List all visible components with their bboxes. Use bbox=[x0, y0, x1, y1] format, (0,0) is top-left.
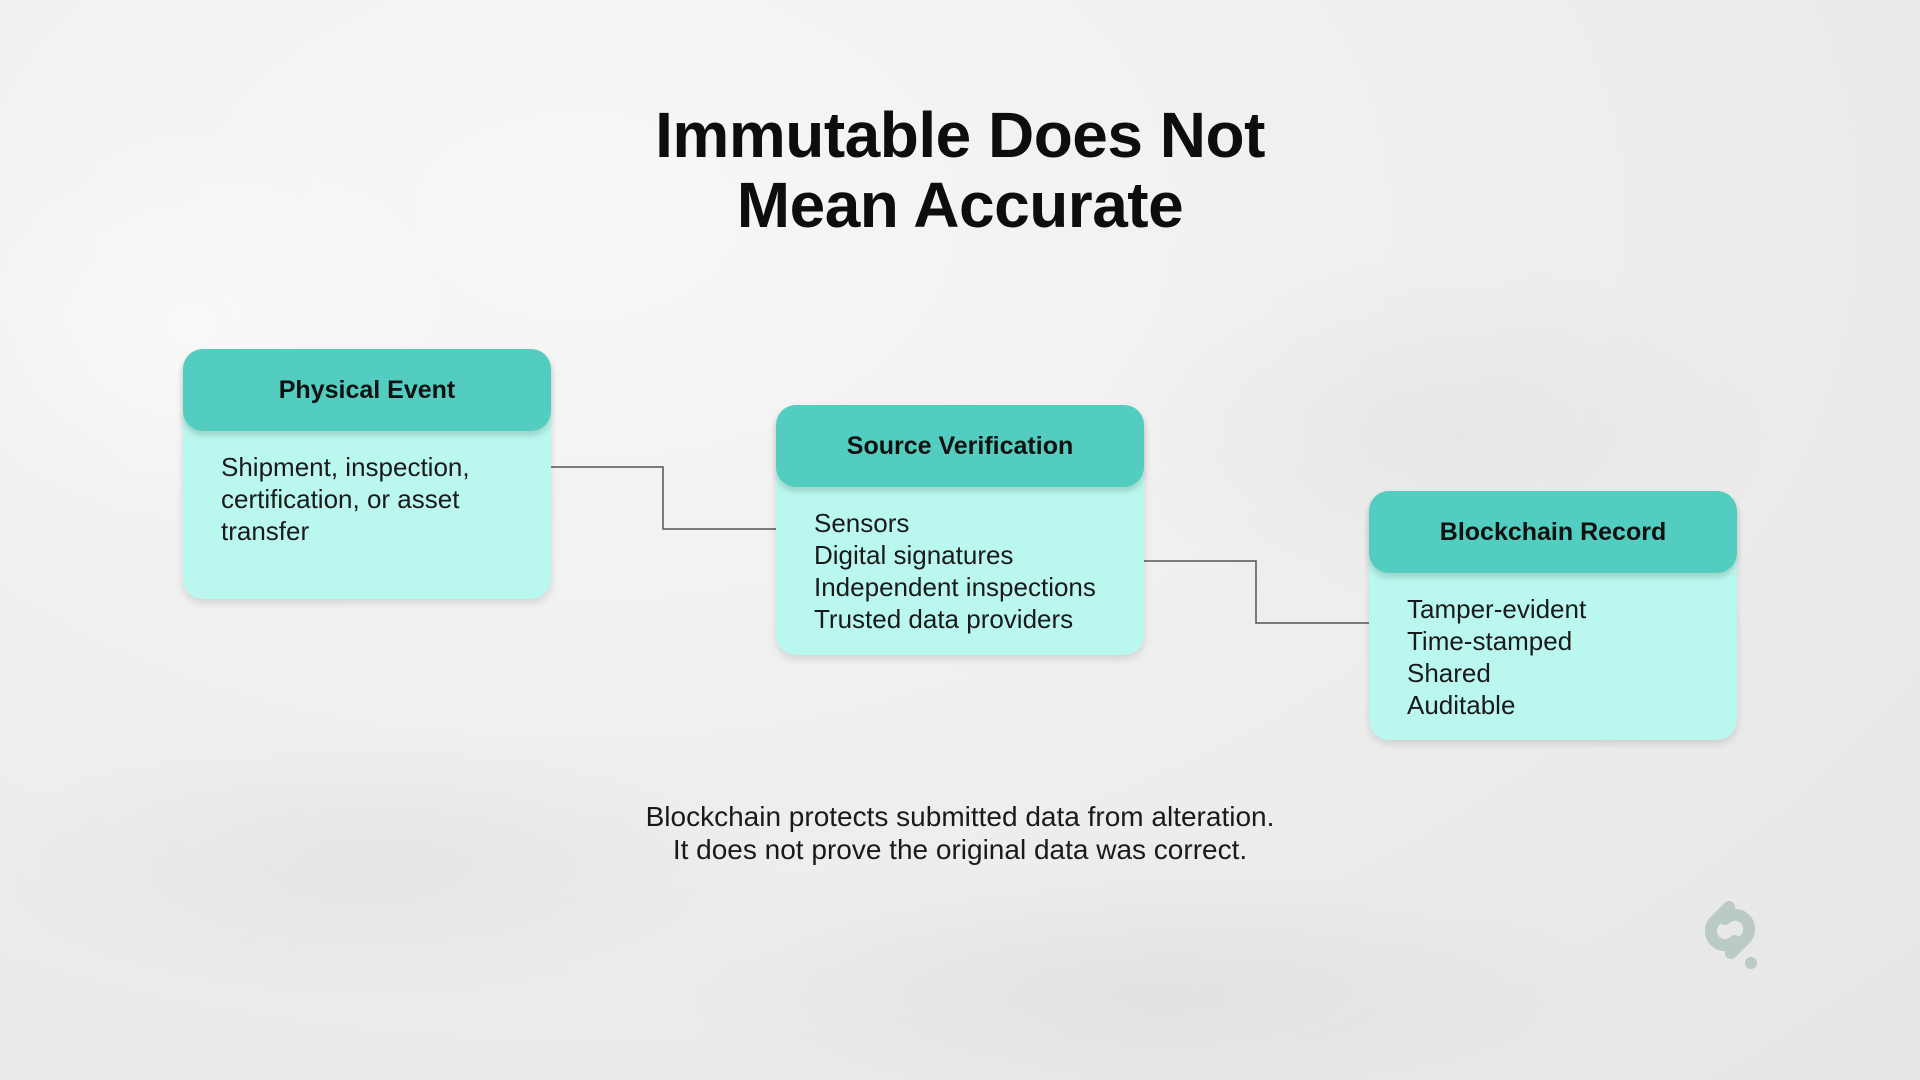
node-line: Tamper-evident bbox=[1407, 594, 1587, 624]
connector-source-to-blockchain bbox=[1144, 560, 1369, 624]
node-header: Physical Event bbox=[183, 349, 551, 431]
node-header: Blockchain Record bbox=[1369, 491, 1737, 573]
node-line: transfer bbox=[221, 516, 310, 546]
node-line: Independent inspections bbox=[814, 572, 1096, 602]
node-physical-event: Physical Event Shipment, inspection, cer… bbox=[183, 349, 551, 599]
title-line-1: Immutable Does Not bbox=[655, 99, 1265, 171]
title-line-2: Mean Accurate bbox=[736, 169, 1184, 241]
node-line: Auditable bbox=[1407, 690, 1516, 720]
node-source-verification: Source Verification Sensors Digital sign… bbox=[776, 405, 1144, 655]
node-blockchain-record: Blockchain Record Tamper-evident Time-st… bbox=[1369, 491, 1737, 740]
connector-physical-to-source bbox=[551, 466, 776, 530]
node-line: Trusted data providers bbox=[814, 604, 1074, 634]
caption-line-1: Blockchain protects submitted data from … bbox=[645, 801, 1275, 832]
page-title: Immutable Does Not Mean Accurate bbox=[0, 100, 1920, 240]
node-line: Shared bbox=[1407, 658, 1491, 688]
node-body: Sensors Digital signatures Independent i… bbox=[776, 487, 1144, 671]
node-line: Sensors bbox=[814, 508, 910, 538]
node-line: Digital signatures bbox=[814, 540, 1014, 570]
caption-line-2: It does not prove the original data was … bbox=[672, 834, 1248, 865]
node-line: Time-stamped bbox=[1407, 626, 1573, 656]
node-line: Shipment, inspection, bbox=[221, 452, 470, 482]
node-header: Source Verification bbox=[776, 405, 1144, 487]
caption: Blockchain protects submitted data from … bbox=[0, 800, 1920, 866]
node-body: Tamper-evident Time-stamped Shared Audit… bbox=[1369, 573, 1737, 757]
node-line: certification, or asset bbox=[221, 484, 460, 514]
chain-link-logo-icon bbox=[1704, 901, 1757, 969]
node-body: Shipment, inspection, certification, or … bbox=[183, 431, 551, 583]
